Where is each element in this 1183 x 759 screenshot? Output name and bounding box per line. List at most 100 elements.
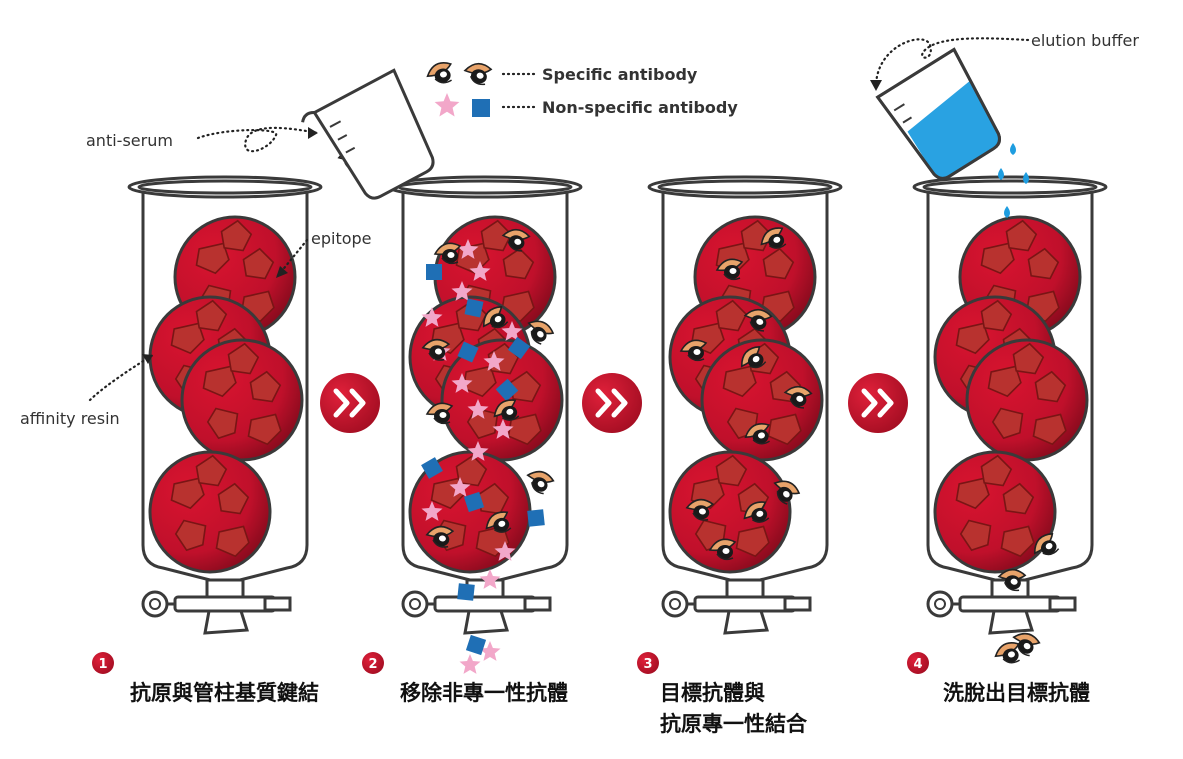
- specific-antibody: [527, 320, 555, 345]
- epitope-mark: [195, 242, 230, 275]
- step-number: 3: [643, 657, 652, 672]
- nonspecific-antibody-star: [467, 441, 489, 461]
- epitope-mark: [220, 219, 253, 252]
- epitope-mark: [955, 322, 990, 355]
- epitope-mark: [955, 477, 990, 510]
- epitope-mark: [170, 477, 205, 510]
- legend-specific-antibody-icon: [463, 62, 493, 86]
- specific-antibody: [994, 642, 1020, 664]
- elution-leader: [874, 37, 1030, 90]
- nonspecific-antibody-square: [507, 336, 531, 360]
- epitope-mark: [195, 299, 228, 332]
- epitope-mark: [1005, 219, 1038, 252]
- column-4: [912, 175, 1108, 635]
- specific-antibody: [482, 305, 509, 329]
- specific-antibody: [744, 423, 770, 445]
- specific-antibody: [685, 498, 715, 521]
- specific-antibody: [708, 538, 737, 561]
- epitope-mark: [1012, 342, 1045, 375]
- next-step-arrow-3: [848, 373, 908, 433]
- stopcock: [926, 578, 1077, 635]
- step-number-badge: [362, 652, 384, 674]
- step-number: 2: [368, 657, 377, 672]
- nonspecific-antibody-square: [457, 583, 475, 601]
- specific-antibody: [425, 402, 454, 425]
- step-1-caption: 1 抗原與管柱基質鍵結: [92, 652, 319, 705]
- step-number-badge: [907, 652, 929, 674]
- epitope-mark: [1032, 413, 1067, 446]
- specific-antibody: [783, 385, 813, 409]
- specific-antibody: [425, 525, 455, 548]
- epitope-mark: [195, 454, 228, 487]
- specific-antibody: [743, 308, 773, 332]
- epitope-mark: [480, 219, 513, 252]
- nonspecific-antibody-square: [527, 509, 545, 527]
- epitope-mark: [170, 322, 205, 355]
- specific-antibody: [501, 228, 531, 252]
- legend-nonspecific-label: Non-specific antibody: [542, 98, 738, 117]
- stopcock: [401, 578, 552, 635]
- epitope-mark: [767, 413, 802, 446]
- specific-antibody: [740, 345, 767, 369]
- specific-antibody: [760, 227, 787, 249]
- column-1: [127, 175, 323, 635]
- nonspecific-antibody-star: [449, 477, 471, 497]
- nonspecific-antibody-star: [451, 281, 473, 301]
- specific-antibody: [421, 338, 451, 361]
- specific-antibody: [526, 470, 555, 495]
- specific-antibody: [997, 568, 1027, 592]
- nonspecific-antibody-square: [465, 634, 487, 656]
- column-2: [387, 175, 583, 635]
- specific-antibody: [433, 242, 462, 265]
- epitope-mark: [980, 242, 1015, 275]
- nonspecific-antibody-star: [494, 541, 516, 561]
- step-title: 抗原與管柱基質鍵結: [130, 681, 319, 705]
- nonspecific-antibody-square: [495, 378, 519, 402]
- nonspecific-antibody-star: [479, 569, 501, 589]
- epitope-label: epitope: [311, 229, 372, 248]
- specific-antibody: [1012, 632, 1041, 657]
- epitope-mark: [980, 454, 1013, 487]
- epitope-mark: [249, 370, 282, 403]
- step-number: 4: [913, 657, 922, 672]
- step-title: 移除非專一性抗體: [400, 681, 568, 705]
- nonspecific-antibody-star: [483, 351, 505, 371]
- epitope-mark: [242, 247, 275, 280]
- nonspecific-antibody-star: [421, 501, 443, 521]
- nonspecific-antibody-square: [463, 491, 485, 513]
- nonspecific-antibody-star: [421, 307, 443, 327]
- antiserum-leader: [196, 126, 320, 153]
- step-number: 1: [98, 657, 107, 672]
- epitope-mark: [715, 454, 748, 487]
- epitope-mark: [1027, 247, 1060, 280]
- epitope-mark: [247, 413, 282, 446]
- nonspecific-antibody-star: [451, 373, 473, 393]
- specific-antibody: [715, 258, 744, 281]
- specific-antibody: [1033, 532, 1060, 556]
- epitope-mark: [174, 519, 207, 552]
- specific-antibody: [773, 480, 801, 505]
- nonspecific-antibody-star: [479, 641, 501, 661]
- anti-serum-label: anti-serum: [86, 131, 173, 150]
- nonspecific-antibody-square: [426, 264, 442, 280]
- specific-antibody: [743, 501, 770, 523]
- specific-antibody: [493, 399, 520, 421]
- step-title: 目標抗體與: [660, 681, 765, 705]
- next-step-arrow-2: [582, 373, 642, 433]
- epitope-mark: [217, 482, 250, 515]
- nonspecific-antibody-star: [459, 654, 481, 674]
- step-number-badge: [92, 652, 114, 674]
- nonspecific-antibody-star: [467, 399, 489, 419]
- nonspecific-antibody-star: [501, 321, 523, 341]
- epitope-mark: [762, 247, 795, 280]
- epitope-mark: [509, 370, 542, 403]
- epitope-mark: [722, 365, 757, 398]
- epitope-mark: [1034, 370, 1067, 403]
- nonspecific-antibody-star: [469, 261, 491, 281]
- nonspecific-antibody-star: [457, 239, 479, 259]
- specific-antibody: [679, 339, 708, 362]
- epitope-mark: [735, 525, 770, 558]
- legend-specific-label: Specific antibody: [542, 65, 698, 84]
